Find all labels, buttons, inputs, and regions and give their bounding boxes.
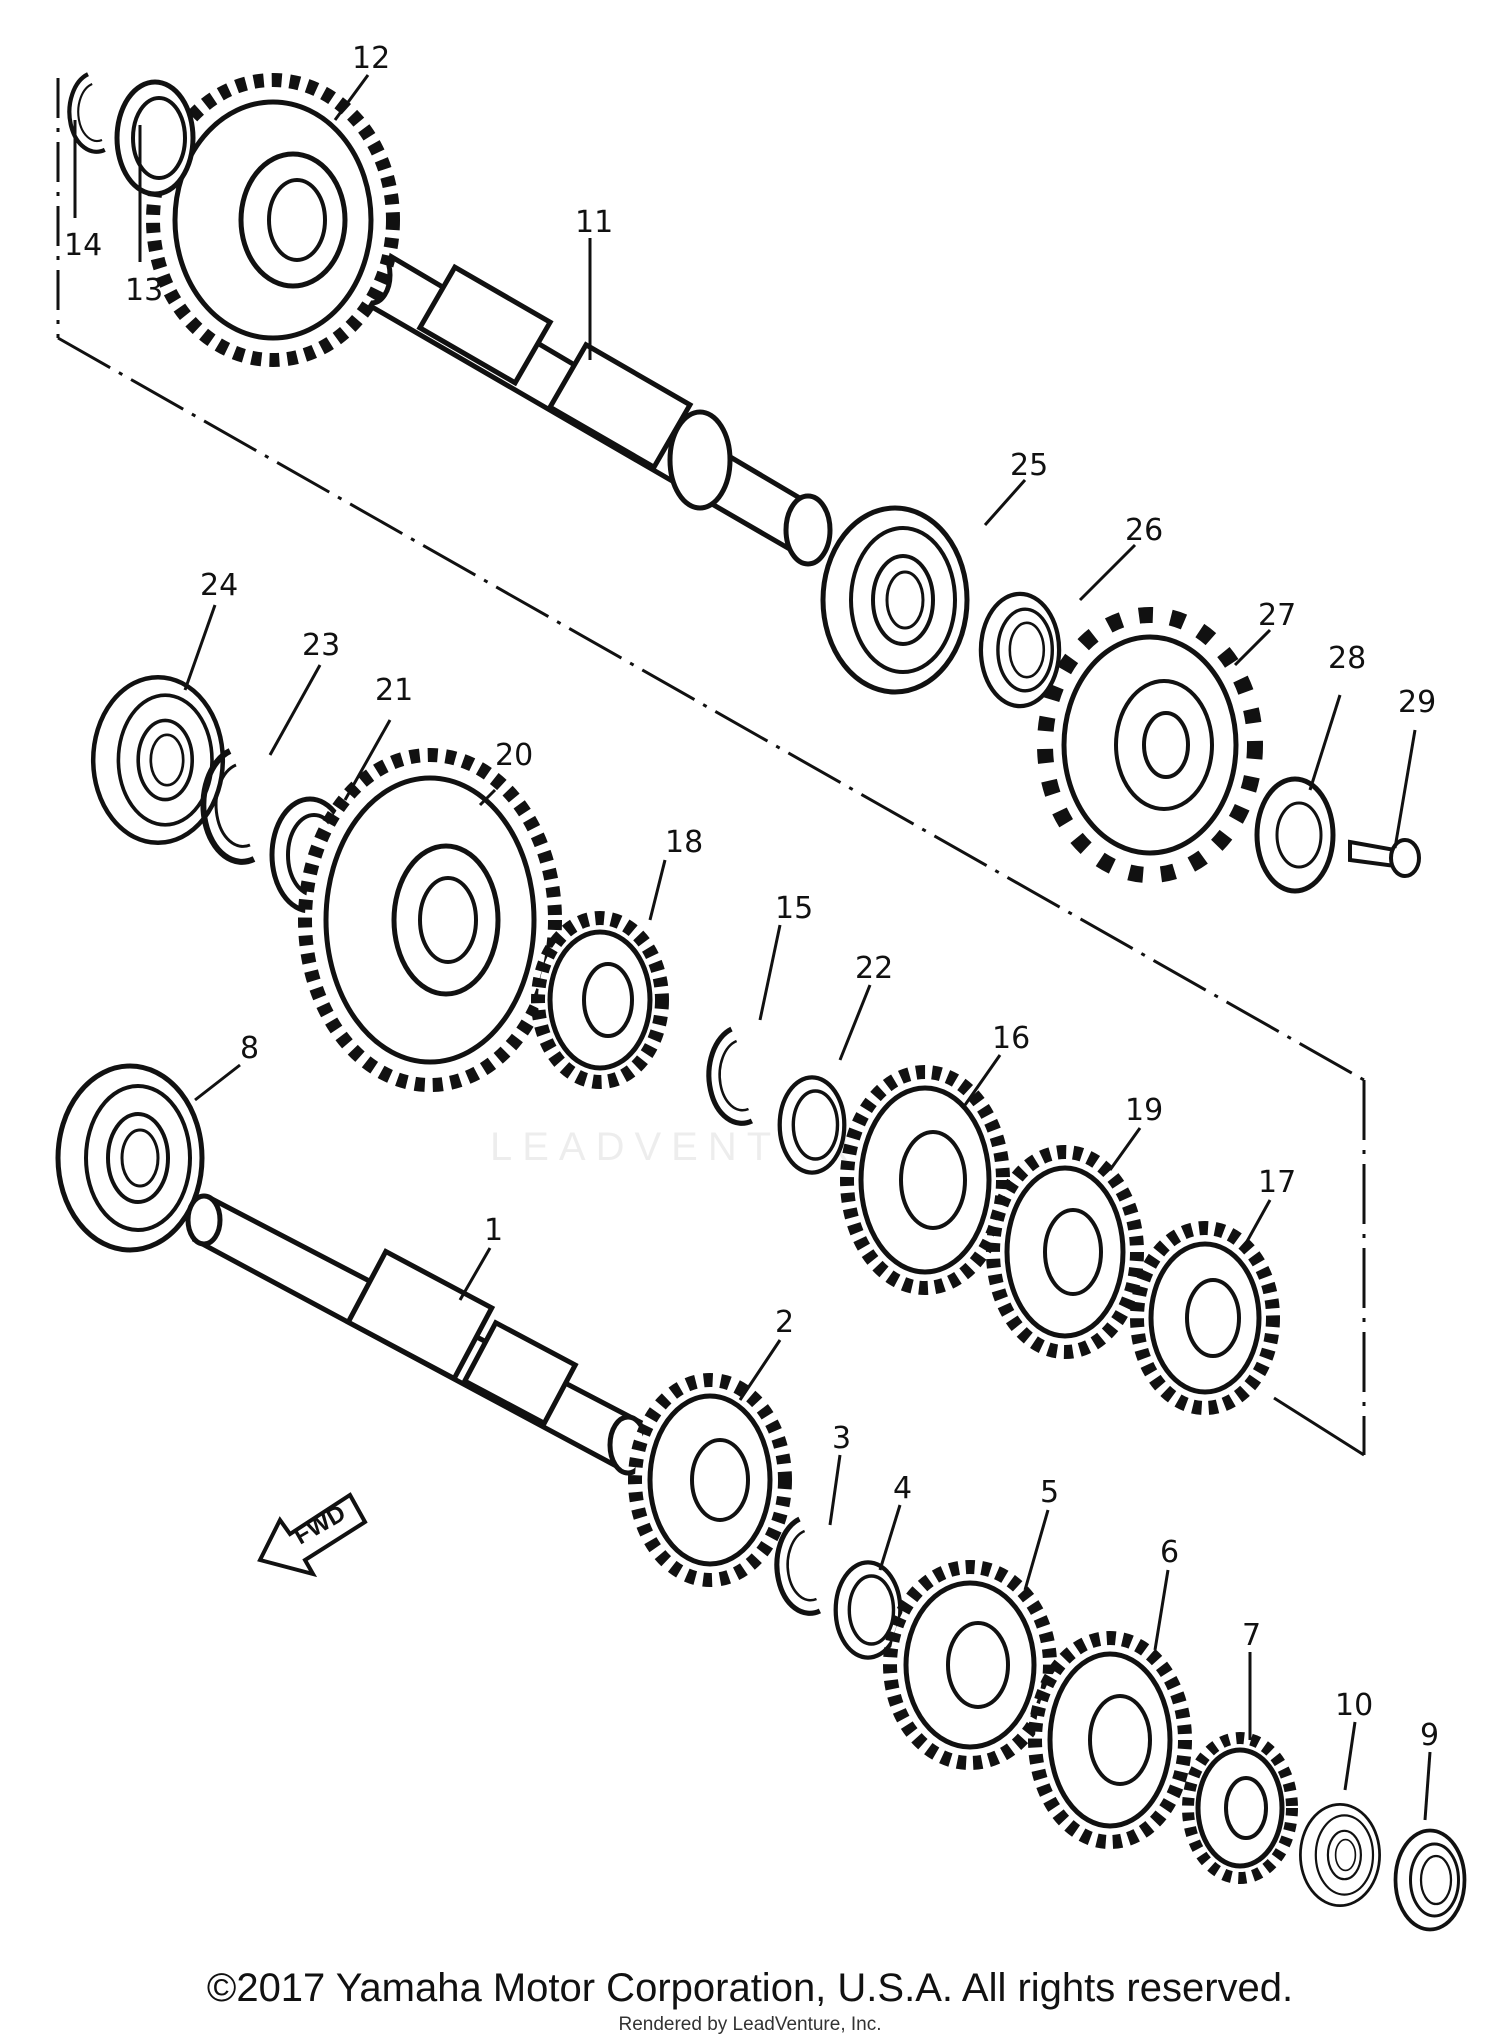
callout-8: 8 — [240, 1031, 259, 1066]
rendered-by-caption: Rendered by LeadVenture, Inc. — [618, 2014, 882, 2035]
washer-4 — [836, 1562, 901, 1657]
callout-11: 11 — [575, 205, 613, 240]
callout-3: 3 — [832, 1421, 851, 1456]
callout-14: 14 — [64, 228, 102, 263]
callout-15: 15 — [775, 891, 813, 926]
callout-6: 6 — [1160, 1535, 1179, 1570]
callout-26: 26 — [1125, 513, 1163, 548]
bearing-25 — [823, 508, 967, 692]
washer-13 — [117, 82, 193, 194]
gear-20 — [298, 748, 562, 1092]
gear-18 — [531, 911, 669, 1089]
callout-17: 17 — [1258, 1165, 1296, 1200]
gear-7 — [1182, 1732, 1298, 1884]
gear-19 — [986, 1145, 1144, 1359]
leader-lines — [73, 74, 1432, 1821]
bolt-29 — [1348, 838, 1421, 878]
callout-19: 19 — [1125, 1093, 1163, 1128]
lock-washer-28 — [1254, 776, 1336, 894]
gear-2 — [628, 1373, 792, 1587]
callout-10: 10 — [1335, 1688, 1373, 1723]
washer-22 — [780, 1077, 845, 1172]
sprocket-27 — [1037, 607, 1263, 883]
circlip-3 — [777, 1519, 820, 1613]
callout-12: 12 — [352, 41, 390, 76]
callout-9: 9 — [1420, 1718, 1439, 1753]
callout-25: 25 — [1010, 448, 1048, 483]
main-axle-11 — [351, 244, 833, 567]
callout-18: 18 — [665, 825, 703, 860]
gear-16 — [840, 1065, 1010, 1295]
callout-21: 21 — [375, 673, 413, 708]
gear-12 — [146, 73, 400, 367]
copyright-footer: ©2017 Yamaha Motor Corporation, U.S.A. A… — [206, 1966, 1294, 2010]
bearing-10 — [1299, 1803, 1381, 1907]
callout-22: 22 — [855, 951, 893, 986]
callout-24: 24 — [200, 568, 238, 603]
callout-28: 28 — [1328, 641, 1366, 676]
callout-27: 27 — [1258, 598, 1296, 633]
circlip-15 — [709, 1029, 752, 1123]
callout-16: 16 — [992, 1021, 1030, 1056]
bearing-8 — [58, 1066, 202, 1250]
fwd-arrow — [257, 1492, 368, 1578]
gear-5 — [883, 1560, 1057, 1770]
callout-29: 29 — [1398, 685, 1436, 720]
reference-lines — [56, 78, 1366, 1457]
callouts: 14 13 12 11 25 26 27 28 29 24 23 21 20 1… — [64, 41, 1439, 1753]
callout-5: 5 — [1040, 1475, 1059, 1510]
callout-13: 13 — [125, 273, 163, 308]
gear-17 — [1130, 1221, 1280, 1415]
seal-9 — [1393, 1828, 1467, 1932]
callout-20: 20 — [495, 738, 533, 773]
gear-6 — [1028, 1631, 1192, 1849]
callout-2: 2 — [775, 1305, 794, 1340]
main-axle-1 — [185, 1193, 649, 1476]
callout-1: 1 — [484, 1213, 503, 1248]
callout-23: 23 — [302, 628, 340, 663]
callout-7: 7 — [1242, 1618, 1261, 1653]
callout-4: 4 — [893, 1471, 912, 1506]
